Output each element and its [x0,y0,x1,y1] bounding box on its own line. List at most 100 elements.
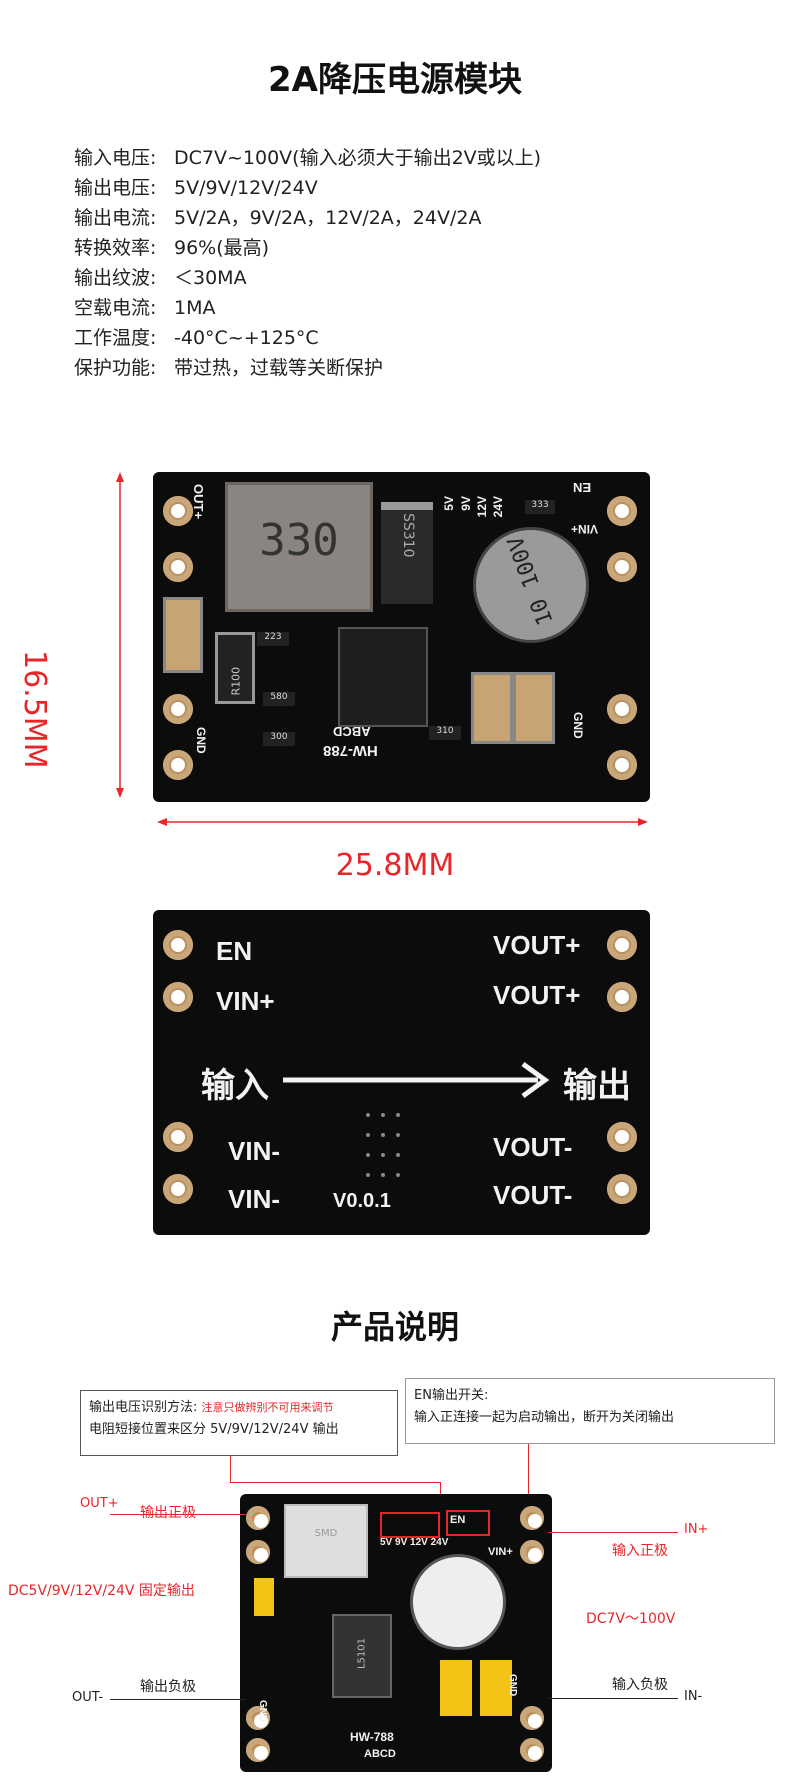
back-vout-plus-1: VOUT+ [493,930,581,960]
callout-in-minus: IN- [684,1689,703,1704]
explain-inductor: SMD [284,1504,368,1578]
voltage-id-note: 注意只做辨别不可用来调节 [201,1401,334,1414]
spec-value: 5V/2A，9V/2A，12V/2A，24V/2A [174,207,482,229]
en-switch-title: EN输出开关: [414,1388,489,1403]
flow-arrow-icon [283,1061,550,1099]
back-board: EN VIN+ VIN- VIN- VOUT+ VOUT+ VOUT- VOUT… [153,910,650,1235]
height-label: 16.5MM [17,650,52,769]
label-vin-plus: VIN+ [571,522,599,536]
callout-out-plus: OUT+ [80,1496,119,1511]
explain-24v: 24V [430,1537,449,1548]
pad [246,1738,270,1762]
pad [520,1706,544,1730]
cap-right-2 [513,672,555,744]
voltage-id-box: 输出电压识别方法: 注意只做辨别不可用来调节 电阻短接位置来区分 5V/9V/1… [80,1390,398,1456]
pad [163,694,193,724]
electrolytic-cap: 10 100V [473,527,589,643]
back-vin-minus-2: VIN- [228,1184,280,1214]
chip-333: 333 [525,500,555,514]
callout-line [548,1698,678,1699]
spec-value: 5V/9V/12V/24V [174,177,318,199]
pad [163,930,193,960]
spec-row: 输出电压: 5V/9V/12V/24V [74,173,541,203]
inductor: 330 [225,482,373,612]
width-label: 25.8MM [335,848,455,883]
explain-9v: 9V [395,1537,408,1548]
explain-cap-yellow [254,1578,274,1616]
spec-key: 输出电流: [74,207,157,229]
page-title: 2A降压电源模块 [268,60,522,100]
pad [163,552,193,582]
chip-580: 580 [263,692,295,706]
spec-row: 保护功能:带过热，过载等关断保护 [74,353,541,383]
back-en: EN [216,936,253,966]
ic-chip [338,627,428,727]
callout-fixed-output: DC5V/9V/12V/24V 固定输出 [8,1583,195,1599]
pad [163,750,193,780]
pad [607,930,637,960]
spec-value: 带过热，过载等关断保护 [174,357,384,379]
spec-key: 工作温度: [74,327,157,349]
width-arrow-icon [157,818,648,826]
connector-line [528,1444,529,1494]
voltage-id-line1: 输出电压识别方法: 注意只做辨别不可用来调节 [89,1397,389,1419]
label-gnd-left: GND [194,727,208,754]
explain-vin-label: VIN+ [488,1546,513,1558]
voltage-24v: 24V [491,496,505,518]
connector-line [230,1456,231,1482]
pad [163,496,193,526]
explain-gnd-right: GND [507,1674,518,1697]
chip-310: 310 [429,726,461,740]
spec-value: ＜30MA [174,267,247,289]
explain-voltages: 5V 9V 12V 24V [380,1538,448,1548]
callout-in-minus-desc: 输入负极 [612,1677,668,1693]
spec-list: 输入电压: DC7V~100V(输入必须大于输出2V或以上) 输出电压: 5V/9V… [74,143,541,383]
en-switch-box: EN输出开关: 输入正连接一起为启动输出，断开为关闭输出 [405,1378,775,1444]
callout-out-plus-desc: 输出正极 [140,1505,196,1521]
spec-value: 1MA [174,297,216,319]
spec-key: 输出纹波: [74,267,157,289]
spec-key: 空载电流: [74,297,157,319]
connector-line [440,1482,441,1504]
en-highlight [446,1510,490,1536]
spec-value: DC7V~100V(输入必须大于输出2V或以上) [174,147,542,169]
cap-label: 10 100V [503,532,559,629]
voltage-id-line2: 电阻短接位置来区分 5V/9V/12V/24V 输出 [89,1422,339,1437]
explain-12v: 12V [410,1537,428,1548]
chip-300: 300 [263,732,295,746]
pad [246,1540,270,1564]
pad [246,1706,270,1730]
pad [607,694,637,724]
via-holes-icon [366,1113,400,1177]
pad [607,496,637,526]
callout-line [110,1699,246,1700]
diode-label: SS310 [400,513,416,558]
back-vin-plus: VIN+ [216,986,275,1016]
back-version: V0.0.1 [333,1190,391,1212]
voltage-select-highlight [380,1512,440,1538]
spec-row: 输入电压: DC7V~100V(输入必须大于输出2V或以上) [74,143,541,173]
explain-smd: SMD [314,1528,338,1539]
callout-line [110,1514,246,1515]
pad [607,982,637,1012]
spec-row: 空载电流: 1MA [74,293,541,323]
label-out-plus: OUT+ [191,484,206,520]
explain-cap [410,1554,506,1650]
spec-key: 输入电压: [74,147,157,169]
explain-chip-label: L5101 [356,1637,368,1670]
pad [607,552,637,582]
pad [607,1122,637,1152]
chip-223: 223 [257,632,289,646]
pad [246,1506,270,1530]
spec-value: 96%(最高) [174,237,270,259]
callout-in-plus-desc: 输入正极 [612,1543,668,1559]
explain-code: ABCD [364,1748,396,1760]
code-label: ABCD [333,724,371,739]
explain-model: HW-788 [350,1730,394,1744]
cap-right-1 [471,672,513,744]
inductor-label: 330 [259,515,339,566]
model-label: HW-788 [323,742,378,759]
explain-5v: 5V [380,1537,393,1548]
section-title: 产品说明 [330,1308,459,1346]
spec-key: 输出电压: [74,177,157,199]
